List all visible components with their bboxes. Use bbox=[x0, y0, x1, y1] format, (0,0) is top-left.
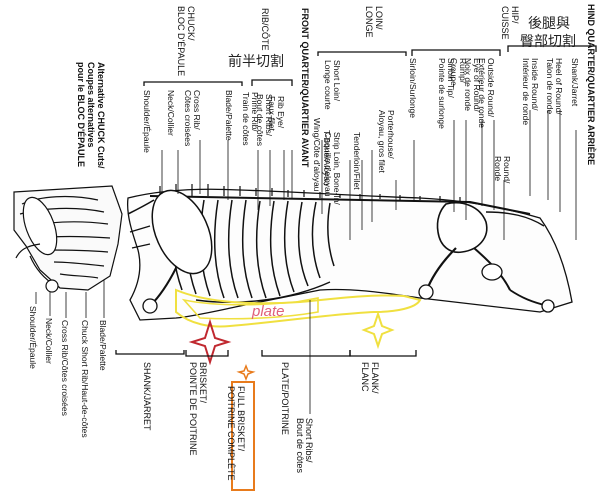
svg-text:Alternative CHUCK Cuts/: Alternative CHUCK Cuts/ Coupes alternati… bbox=[76, 62, 106, 171]
alt-shoulder-label: Shoulder/Épaule bbox=[28, 306, 38, 369]
plate-label: PLATE/POITRINE bbox=[280, 362, 290, 435]
alt-cross-rib-label: Cross Rib/Côtes croisées bbox=[60, 320, 70, 416]
top-cut-labels: Shoulder/Épaule Neck/Collier Cross Rib/ … bbox=[142, 58, 580, 207]
sirloin-tip-label: Sirloin Tip/ Pointe de surlonge bbox=[437, 58, 456, 129]
small-skeleton-labels: Shoulder/Épaule Neck/Collier Cross Rib/C… bbox=[28, 306, 108, 438]
neck-label: Neck/Collier bbox=[166, 90, 176, 136]
brisket-star-red-icon bbox=[188, 318, 232, 366]
loin-section-label: LOIN/ LONGE bbox=[364, 6, 384, 38]
flank-label: FLANK/ FLANC bbox=[360, 362, 380, 396]
alt-neck-label: Neck/Collier bbox=[44, 318, 54, 364]
shank-label: SHANK/JARRET bbox=[142, 362, 152, 431]
top-section-labels: CHUCK/ BLOC D'ÉPAULE RIB/CÔTE FRONT QUAR… bbox=[176, 4, 596, 168]
bottom-section-labels: SHANK/JARRET BRISKET/ POINTE DE POITRINE… bbox=[142, 362, 380, 474]
front-quarter-cn-label: 前半切割 bbox=[228, 53, 284, 70]
full-brisket-star-orange-icon bbox=[236, 363, 256, 382]
alt-chuck-heading: Alternative CHUCK Cuts/ Coupes alternati… bbox=[76, 62, 106, 171]
tbone-label: T-Bone/Aloyau bbox=[322, 130, 332, 186]
hind-quarter-cn-label-1: 後腿與 bbox=[528, 16, 570, 32]
cross-rib-label: Cross Rib/ Côtes croisées bbox=[183, 90, 202, 146]
chuck-section-label: CHUCK/ BLOC D'ÉPAULE bbox=[176, 6, 196, 76]
bottom-brackets bbox=[115, 350, 417, 357]
alt-blade-label: Blade/Palette bbox=[98, 320, 108, 371]
short-ribs-bottom-label: Short Ribs/ Bout de côtes bbox=[295, 418, 314, 474]
small-skeleton-leaders bbox=[35, 280, 105, 318]
alt-chuck-short-rib-label: Chuck Short Rib/Haut-de-côtes bbox=[80, 320, 90, 438]
heel-of-round-label: Heel of Round/ Talon de ronde bbox=[545, 58, 564, 117]
top-brackets bbox=[143, 45, 597, 86]
flank-star-yellow-icon bbox=[361, 310, 395, 350]
round-label: Round/ Ronde bbox=[493, 156, 512, 186]
tenderloin-label: Tenderloin/Filet bbox=[352, 132, 362, 190]
prime-rib-label: Prime Rib/ Train de côtes bbox=[241, 92, 260, 146]
inside-round-label: Inside Round/ Intérieur de ronde bbox=[521, 58, 540, 125]
short-ribs-label: Short Ribs/ Bout de côtes bbox=[255, 94, 274, 146]
front-quarter-label: FRONT QUARTER/QUARTIER AVANT bbox=[300, 8, 310, 168]
full-brisket-highlight-box bbox=[231, 381, 255, 491]
hind-shank-label: Shank/Jarret bbox=[570, 58, 580, 107]
strip-loin-label: Strip Loin, Bone-In/ Coquille d'aloyau bbox=[323, 132, 342, 207]
blade-label: Blade/Palette bbox=[224, 90, 234, 141]
outside-round-label: Outside Round/ Extérieur de ronde bbox=[477, 58, 496, 128]
rib-eye-label: Rib Eye/ Faux-filet bbox=[267, 96, 286, 132]
full-brisket-label: FULL BRISKET/ POITRINE COMPLÈTE bbox=[226, 386, 246, 481]
porterhouse-label: Porterhouse/ Aloyau, gros filet bbox=[377, 110, 396, 173]
rib-section-label: RIB/CÔTE bbox=[260, 8, 270, 51]
small-chuck-skeleton bbox=[13, 185, 123, 293]
hind-quarter-cn-label-2: 臀部切割 bbox=[520, 33, 576, 50]
eye-of-round-label: Eye of Round/ Noix de ronde bbox=[463, 58, 482, 114]
hip-section-label: HIP/ CUISSE bbox=[500, 6, 520, 40]
shoulder-label: Shoulder/Épaule bbox=[142, 90, 152, 153]
wing-label: Wing/Côte d'aloyau bbox=[312, 118, 322, 192]
beef-skeleton bbox=[126, 184, 573, 321]
short-loin-label: Short Loin/ Longe courte bbox=[323, 60, 342, 110]
top-leader-lines bbox=[161, 110, 577, 240]
rump-label: Rump/ Croupe bbox=[449, 58, 468, 86]
brisket-plate-highlight bbox=[175, 288, 422, 328]
plate-overlay-label: plate bbox=[251, 303, 285, 320]
sirloin-label: Sirloin/Surlonge bbox=[408, 58, 418, 118]
brisket-label: BRISKET/ POINTE DE POITRINE bbox=[188, 362, 208, 456]
hind-quarter-label: HIND QUARTER/QUARTIER ARRIÈRE bbox=[586, 4, 596, 165]
